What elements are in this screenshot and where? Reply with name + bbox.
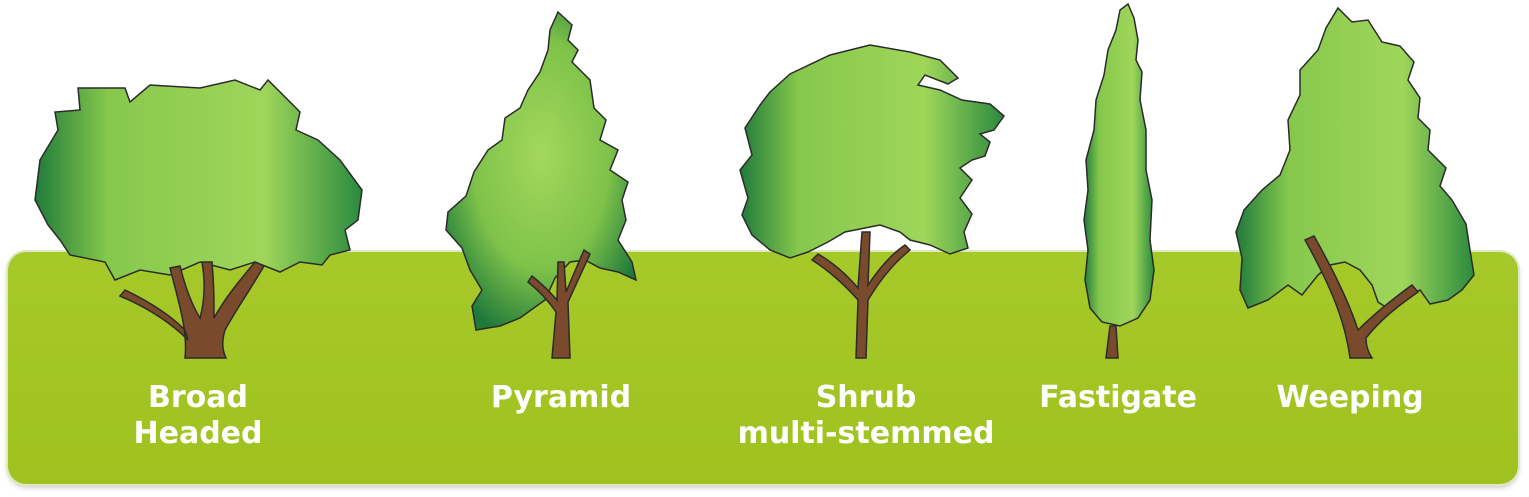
shrub-multi-stemmed-tree-icon: [739, 44, 1006, 359]
label-pyramid: Pyramid: [491, 380, 631, 416]
label-line: Broad: [148, 380, 248, 415]
label-shrub: Shrub multi-stemmed: [738, 380, 995, 452]
broad-headed-tree-icon: [34, 78, 363, 359]
pyramid-tree-icon: [445, 10, 638, 359]
weeping-tree-icon: [1235, 6, 1475, 359]
label-weeping: Weeping: [1276, 380, 1423, 416]
label-line: Fastigate: [1039, 380, 1197, 415]
label-fastigate: Fastigate: [1039, 380, 1197, 416]
label-line: Weeping: [1276, 380, 1424, 415]
label-line: Pyramid: [490, 380, 632, 415]
label-line: Shrub: [815, 380, 917, 415]
fastigate-tree-icon: [1083, 2, 1155, 359]
label-line: multi-stemmed: [737, 416, 995, 451]
label-line: Headed: [133, 416, 263, 451]
label-broad-headed: Broad Headed: [134, 380, 263, 452]
